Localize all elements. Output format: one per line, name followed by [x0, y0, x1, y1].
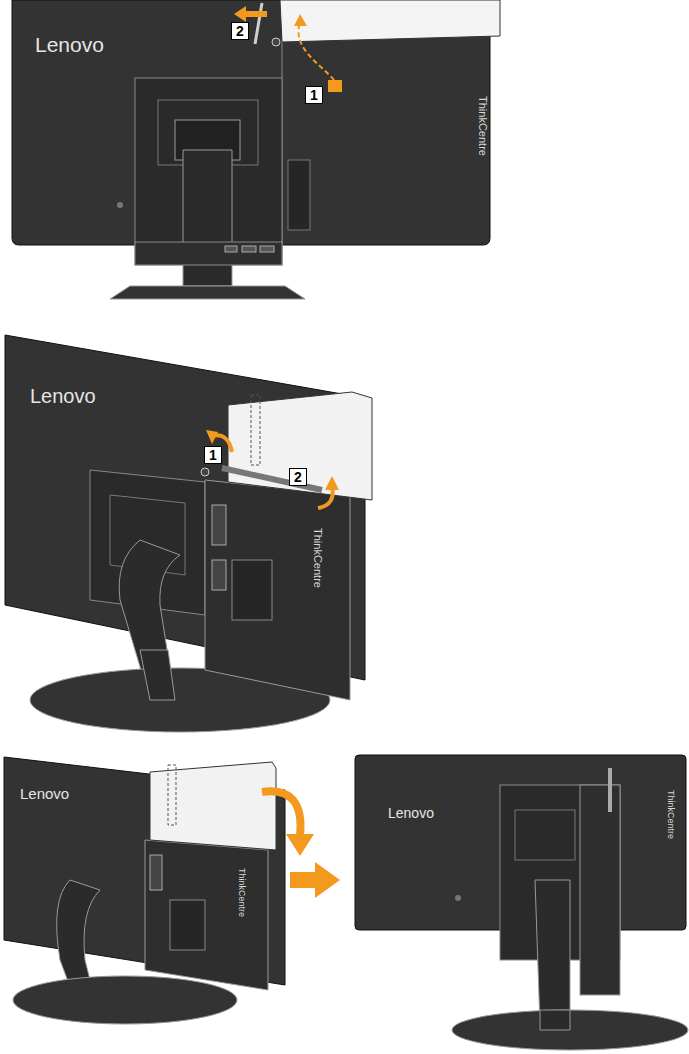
brand-logo: Lenovo [35, 34, 104, 55]
illustration-part [286, 834, 314, 856]
illustration-part [580, 785, 620, 995]
illustration-part [222, 468, 322, 490]
illustration-part [294, 14, 307, 26]
callout-number: 2 [231, 22, 249, 40]
illustration-part [299, 22, 334, 80]
illustration-part [260, 246, 274, 252]
monitor-closing-lid [4, 757, 340, 1024]
illustration-part [452, 1010, 688, 1050]
illustration-part [212, 560, 226, 590]
illustration-part [272, 38, 280, 46]
illustration-part [110, 286, 305, 299]
illustration-part [288, 160, 310, 230]
illustration-part [325, 476, 339, 490]
product-name: ThinkCentre [666, 790, 675, 839]
illustration-part [242, 246, 256, 252]
callout-number: 1 [305, 86, 323, 104]
monitor-rear-view-closed [355, 755, 688, 1050]
illustration-part [170, 900, 205, 950]
illustration-part [255, 3, 262, 44]
illustration-part [140, 650, 175, 700]
product-name: ThinkCentre [237, 868, 246, 917]
illustration-part [262, 791, 301, 836]
illustration-part [232, 560, 272, 620]
illustration-part [168, 765, 176, 825]
callout-number: 2 [289, 468, 307, 486]
monitor-rear-view-open [12, 0, 500, 299]
illustration-part [183, 150, 232, 286]
illustration-part [280, 0, 500, 42]
illustration-part [515, 810, 575, 860]
illustration-part [150, 855, 162, 890]
illustration-part [328, 80, 342, 92]
illustration-part [608, 768, 612, 812]
illustration-part [455, 895, 461, 901]
illustration-part [150, 762, 276, 850]
illustration-part [251, 395, 260, 465]
brand-logo: Lenovo [388, 806, 434, 820]
illustration-part [205, 480, 350, 700]
illustration-part [234, 6, 246, 22]
illustration-part [13, 976, 237, 1024]
product-name: ThinkCentre [312, 528, 323, 588]
illustration-part [117, 202, 123, 208]
illustration-part [212, 505, 226, 545]
illustration-part [540, 1010, 570, 1030]
product-name: ThinkCentre [477, 96, 488, 156]
brand-logo: Lenovo [20, 786, 69, 801]
callout-number: 1 [204, 446, 222, 464]
illustration-part [228, 392, 372, 500]
illustration-part [225, 246, 237, 252]
illustration-part [201, 468, 209, 476]
illustration-part [145, 840, 268, 990]
illustration-part [245, 11, 267, 17]
brand-logo: Lenovo [30, 386, 96, 406]
illustration-part [135, 242, 282, 265]
monitor-perspective-open [5, 335, 372, 732]
illustration-part [290, 862, 340, 898]
illustration-part [206, 430, 218, 444]
illustration-part [535, 880, 570, 1025]
